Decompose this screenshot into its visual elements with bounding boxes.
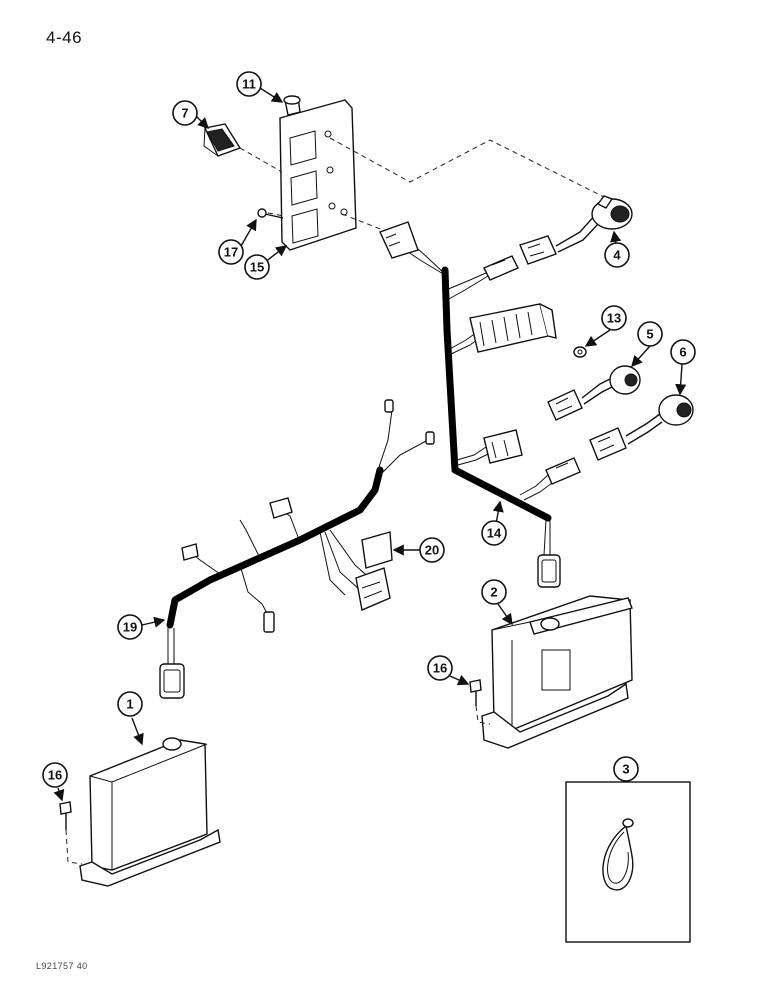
harness-plug-module-2 bbox=[537, 519, 561, 588]
figure-code: L921757 40 bbox=[36, 961, 88, 971]
svg-text:5: 5 bbox=[646, 327, 653, 342]
relay bbox=[355, 531, 393, 611]
callout-15: 15 bbox=[244, 254, 270, 280]
svg-text:14: 14 bbox=[487, 526, 502, 541]
svg-text:17: 17 bbox=[224, 245, 238, 260]
svg-text:4: 4 bbox=[613, 248, 621, 263]
control-module-1 bbox=[79, 737, 221, 887]
callout-16-right: 16 bbox=[427, 655, 453, 681]
main-harness bbox=[397, 239, 557, 522]
harness-plug-module-1 bbox=[159, 628, 185, 699]
harness-connector-small-2 bbox=[545, 457, 581, 485]
sensor-4 bbox=[519, 195, 633, 265]
callout-6: 6 bbox=[670, 339, 696, 365]
harness-connector-top bbox=[379, 221, 419, 259]
svg-text:2: 2 bbox=[490, 585, 497, 600]
harness-connector-small-1 bbox=[483, 255, 519, 281]
rocker-switch bbox=[203, 123, 242, 157]
tie-strap-inset bbox=[565, 781, 691, 943]
svg-text:19: 19 bbox=[123, 620, 137, 635]
svg-text:15: 15 bbox=[250, 260, 264, 275]
svg-text:20: 20 bbox=[425, 543, 439, 558]
page-number: 4-46 bbox=[46, 28, 83, 47]
callout-2: 2 bbox=[481, 579, 507, 605]
callout-17: 17 bbox=[218, 239, 244, 265]
callout-14: 14 bbox=[481, 520, 507, 546]
callout-5: 5 bbox=[637, 321, 663, 347]
svg-text:3: 3 bbox=[622, 762, 629, 777]
harness-connector-lower bbox=[483, 429, 523, 464]
svg-text:7: 7 bbox=[181, 106, 188, 121]
callout-20: 20 bbox=[419, 537, 445, 563]
sensor-6 bbox=[589, 394, 694, 461]
callout-13: 13 bbox=[601, 305, 627, 331]
control-module-2 bbox=[481, 595, 633, 749]
svg-text:13: 13 bbox=[607, 311, 621, 326]
callout-3: 3 bbox=[613, 756, 639, 782]
washer bbox=[573, 346, 587, 358]
svg-text:1: 1 bbox=[126, 697, 133, 712]
screw-module-1 bbox=[59, 801, 83, 865]
callout-11: 11 bbox=[236, 71, 262, 97]
plug bbox=[283, 95, 301, 116]
screw bbox=[257, 208, 284, 219]
sensor-5 bbox=[547, 365, 641, 421]
switch-mounting-plate bbox=[279, 99, 357, 251]
svg-text:16: 16 bbox=[433, 661, 447, 676]
multi-pin-connector bbox=[469, 303, 557, 353]
svg-text:6: 6 bbox=[679, 345, 686, 360]
screw-module-2 bbox=[469, 679, 491, 725]
callout-1: 1 bbox=[117, 691, 143, 717]
svg-text:11: 11 bbox=[242, 77, 256, 92]
callout-4: 4 bbox=[604, 242, 630, 268]
callout-19: 19 bbox=[117, 614, 143, 640]
callout-16-left: 16 bbox=[42, 762, 68, 788]
secondary-harness bbox=[166, 409, 429, 629]
callout-7: 7 bbox=[172, 100, 198, 126]
leader-lines bbox=[53, 87, 687, 802]
svg-text:16: 16 bbox=[48, 768, 62, 783]
wire-terminals bbox=[181, 399, 435, 633]
